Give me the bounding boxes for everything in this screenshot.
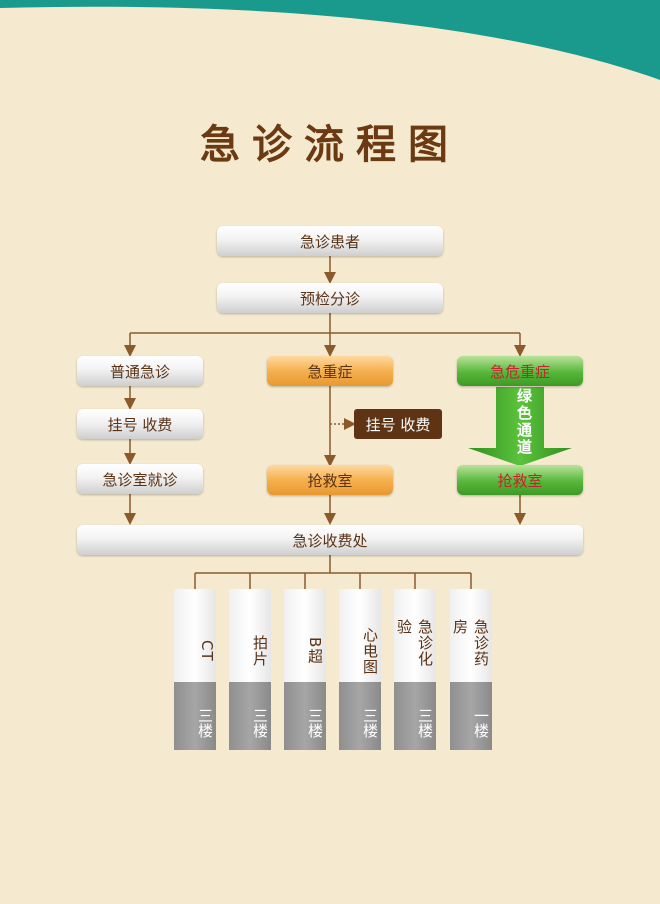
node-general-register: 挂号 收费 [77, 409, 203, 439]
department-name: 急诊药房 [450, 589, 492, 682]
department-name: 急诊化验 [394, 589, 436, 682]
node-critical: 急危重症 [457, 356, 583, 386]
node-severe-register: 挂号 收费 [354, 409, 442, 439]
department-floor: 一楼 [450, 682, 492, 750]
department-name: 心电图 [339, 589, 381, 682]
department-xray: 拍片 三楼 [229, 589, 271, 750]
department-floor: 三楼 [229, 682, 271, 750]
node-triage: 预检分诊 [217, 283, 443, 313]
department-floor: 三楼 [284, 682, 326, 750]
page-title: 急诊流程图 [200, 122, 460, 168]
department-floor: 三楼 [339, 682, 381, 750]
department-pharmacy: 急诊药房 一楼 [450, 589, 492, 750]
node-patient: 急诊患者 [217, 226, 443, 256]
department-floor: 三楼 [394, 682, 436, 750]
node-severe-rescue: 抢救室 [267, 465, 393, 495]
department-name: 拍片 [229, 589, 271, 682]
node-critical-rescue: 抢救室 [457, 465, 583, 495]
header-wave [0, 0, 660, 80]
node-cashier: 急诊收费处 [77, 525, 583, 555]
department-ultrasound: B超 三楼 [284, 589, 326, 750]
node-severe: 急重症 [267, 356, 393, 386]
node-general-room: 急诊室就诊 [77, 464, 203, 494]
department-lab: 急诊化验 三楼 [394, 589, 436, 750]
department-ct: CT 三楼 [174, 589, 216, 750]
department-ecg: 心电图 三楼 [339, 589, 381, 750]
department-name: CT [174, 589, 216, 682]
node-general: 普通急诊 [77, 356, 203, 386]
department-floor: 三楼 [174, 682, 216, 750]
green-channel-label: 绿色通道 [515, 388, 533, 456]
department-name: B超 [284, 589, 326, 682]
